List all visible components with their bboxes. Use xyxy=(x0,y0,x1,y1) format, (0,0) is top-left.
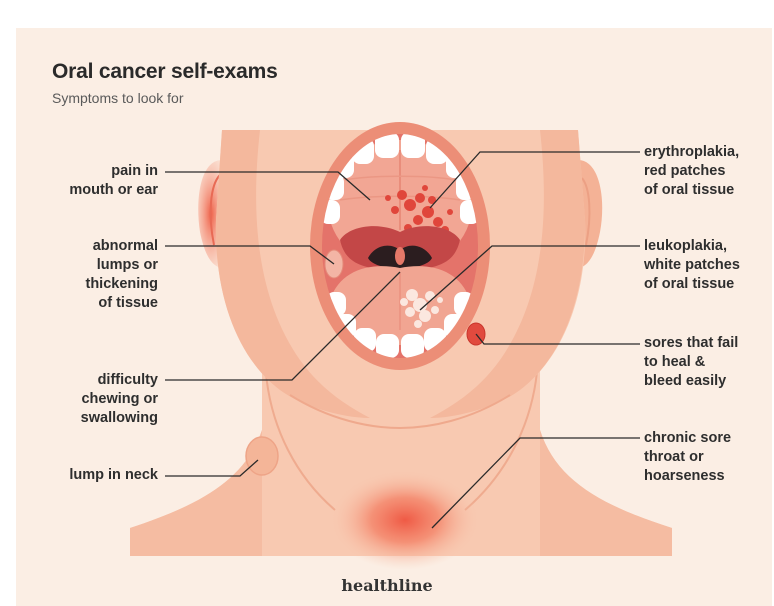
label-chewing: difficulty chewing or swallowing xyxy=(8,371,158,428)
throat-inflammation xyxy=(330,470,480,570)
label-lumps: abnormal lumps or thickening of tissue xyxy=(8,237,158,313)
label-throat: chronic sore throat or hoarseness xyxy=(644,429,774,486)
page-title: Oral cancer self-exams xyxy=(52,60,278,84)
page-subtitle: Symptoms to look for xyxy=(52,90,184,106)
label-sores: sores that fail to heal & bleed easily xyxy=(644,334,774,391)
label-leukoplakia: leukoplakia, white patches of oral tissu… xyxy=(644,237,774,294)
label-erythroplakia: erythroplakia, red patches of oral tissu… xyxy=(644,143,774,200)
label-pain: pain in mouth or ear xyxy=(8,162,158,200)
mouth xyxy=(310,122,490,370)
neck-lump xyxy=(246,437,278,475)
label-neck: lump in neck xyxy=(8,466,158,485)
brand-logo: healthline xyxy=(0,576,774,595)
